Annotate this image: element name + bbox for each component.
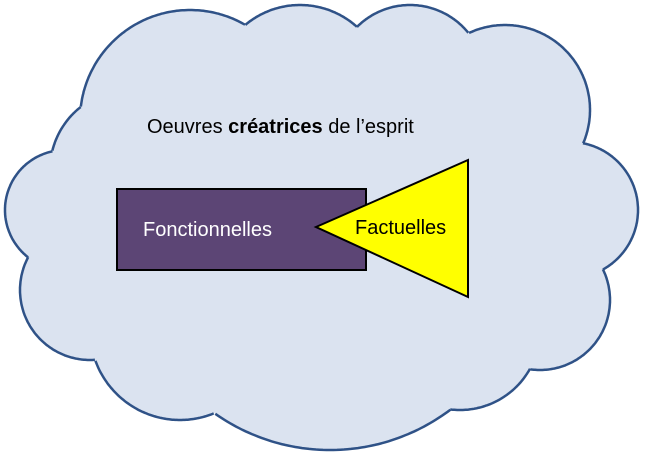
- cloud-outline-arc: [468, 23, 592, 110]
- cloud-outline-arc: [244, 3, 358, 28]
- cloud-title-suffix: de l’esprit: [322, 116, 414, 138]
- cloud-outline-arc: [18, 256, 96, 362]
- cloud-outline-arc: [3, 150, 53, 259]
- cloud-outline-arc: [530, 300, 612, 372]
- cloud-outline-arc: [582, 110, 592, 144]
- cloud-outline-arc: [582, 141, 640, 210]
- cloud-title: Oeuvres créatrices de l’esprit: [147, 114, 414, 140]
- cloud-outline-arc: [601, 268, 612, 300]
- cloud-title-bold: créatrices: [228, 116, 323, 138]
- cloud-outline-arc: [79, 8, 246, 107]
- cloud-outline-arc: [602, 210, 640, 271]
- cloud-title-prefix: Oeuvres: [147, 116, 229, 138]
- cloud-outline-arc: [450, 368, 532, 412]
- fonctionnelles-label: Fonctionnelles: [143, 219, 272, 241]
- cloud-outline-arc: [214, 408, 452, 452]
- factuelles-label: Factuelles: [355, 217, 447, 239]
- cloud-outline-arc: [51, 106, 82, 151]
- factuelles-triangle: [313, 158, 469, 299]
- cloud-outline-arc: [94, 360, 215, 422]
- cloud-outline-arc: [356, 3, 470, 34]
